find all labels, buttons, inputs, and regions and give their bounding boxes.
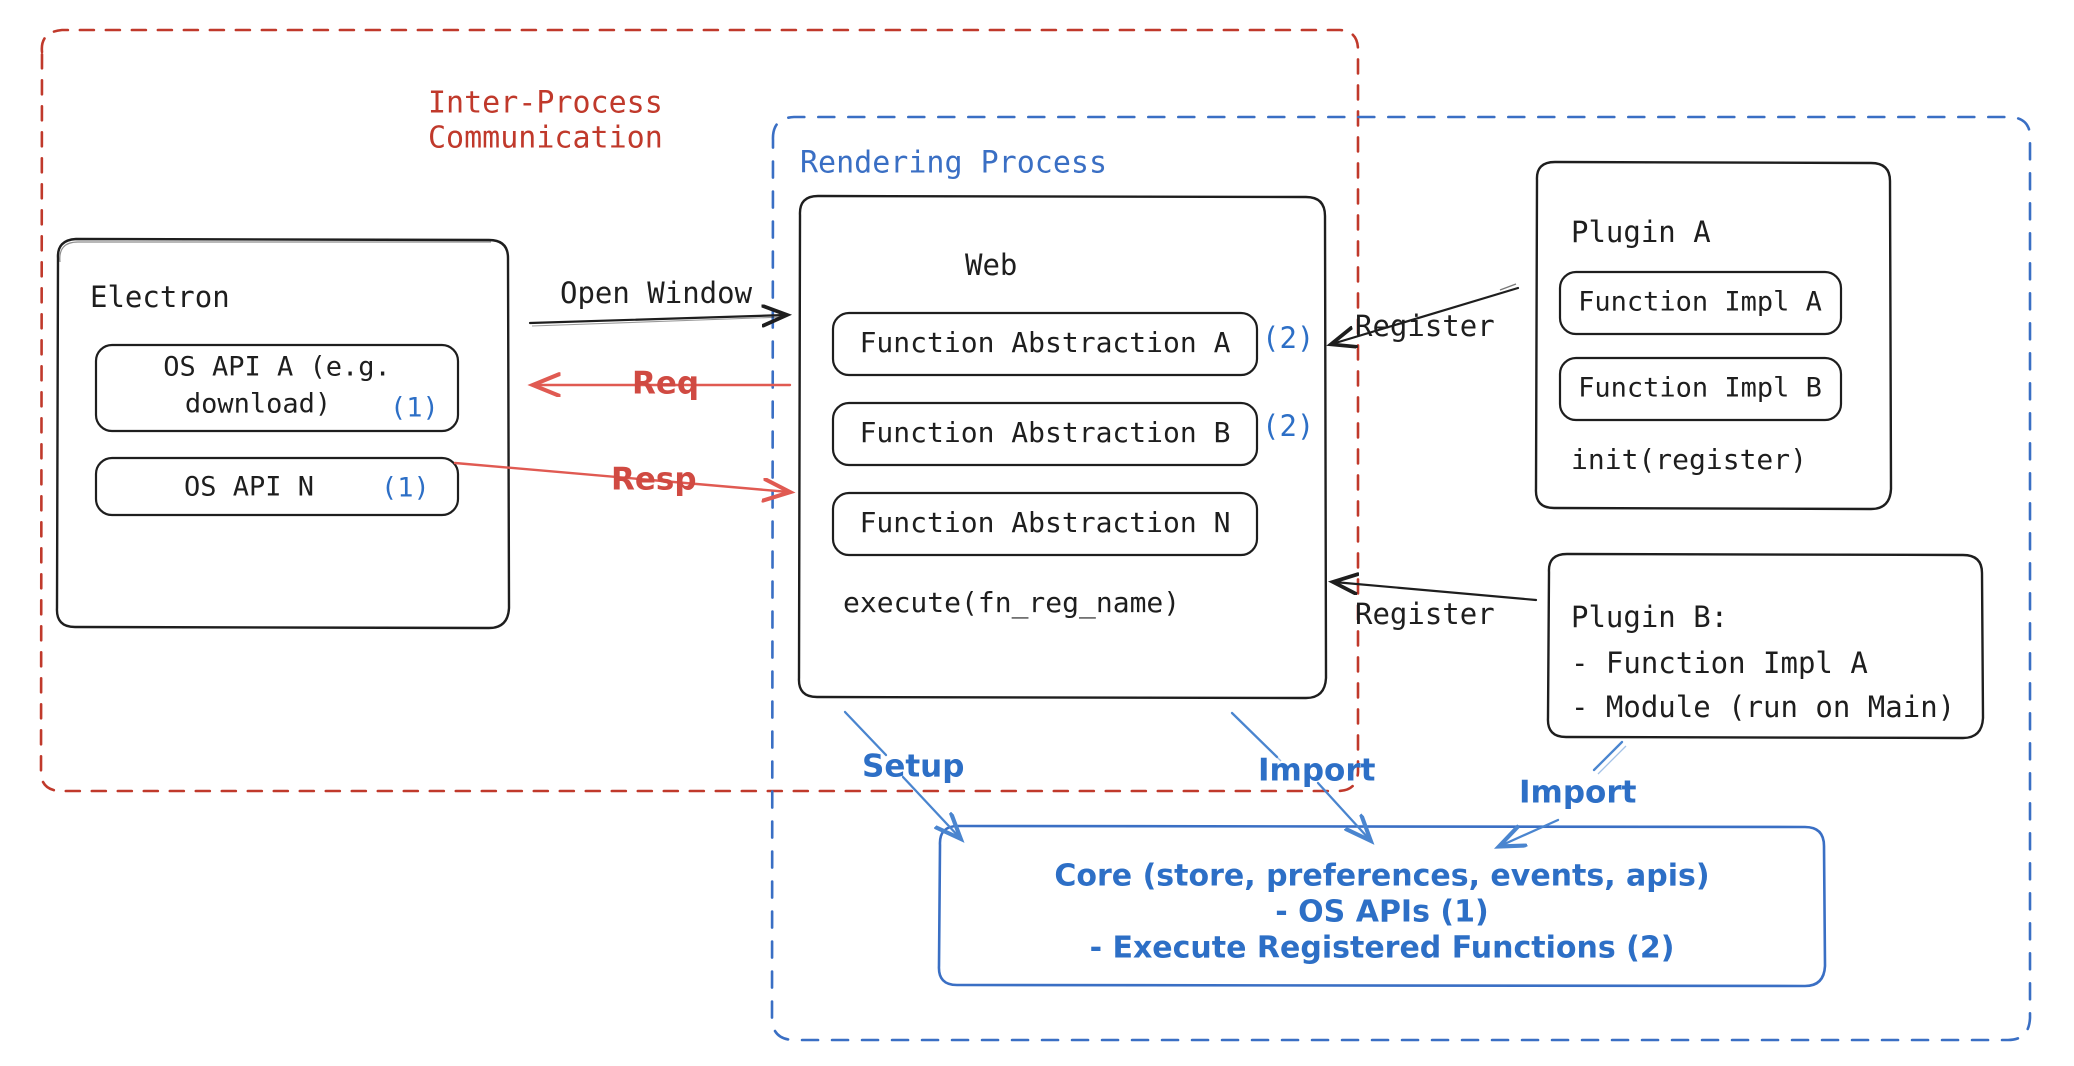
plugin-b-title: Plugin B:	[1571, 600, 1728, 634]
setup-arrow	[843, 710, 960, 838]
register-plugin-b-arrow	[1334, 580, 1538, 602]
os-api-a-box[interactable]	[94, 343, 460, 433]
electron-box-sketch-overlay	[59, 241, 491, 263]
plugin-a-footer-label: init(register)	[1571, 443, 1807, 476]
plugin-a-box[interactable]	[1534, 160, 1893, 511]
import-plugin-b-arrow-label: Import	[1519, 775, 1637, 811]
electron-box[interactable]	[55, 237, 511, 630]
os-api-n-box[interactable]	[94, 456, 460, 517]
ipc-group-boundary	[39, 28, 1360, 793]
function-impl-a-box[interactable]	[1558, 270, 1843, 336]
import-web-arrow-label: Import	[1258, 753, 1376, 789]
function-abstraction-n-box[interactable]	[831, 491, 1259, 557]
function-impl-b-box[interactable]	[1558, 356, 1843, 422]
plugin-b-box[interactable]	[1546, 552, 1985, 740]
resp-arrow	[453, 461, 789, 492]
function-impl-b-label: Function Impl B	[1578, 373, 1822, 404]
req-arrow-label: Req	[632, 366, 699, 402]
os-api-n-label: OS API N	[184, 472, 314, 503]
rendering-process-group-boundary	[770, 115, 2032, 1042]
import-web-arrow	[1230, 711, 1370, 840]
function-abstraction-a-label: Function Abstraction A	[860, 326, 1231, 359]
register-plugin-a-label: Register	[1355, 309, 1495, 343]
plugin-b-line-1: - Function Impl A	[1571, 646, 1868, 680]
open-window-arrow-label: Open Window	[560, 276, 753, 310]
open-window-arrow	[528, 315, 786, 326]
function-abstraction-a-box[interactable]	[831, 311, 1259, 377]
core-line-3: - Execute Registered Functions (2)	[1090, 931, 1675, 966]
core-line-1: Core (store, preferences, events, apis)	[1054, 859, 1709, 894]
core-line-2: - OS APIs (1)	[1275, 895, 1488, 930]
plugin-b-line-2: - Module (run on Main)	[1571, 690, 1955, 724]
ipc-group-label-line1: Inter-Process	[428, 86, 663, 121]
plugin-a-title: Plugin A	[1571, 215, 1711, 249]
os-api-a-label-line2: download)	[185, 389, 331, 420]
ipc-group-label-line2: Communication	[428, 121, 663, 156]
register-plugin-a-arrow	[1332, 283, 1520, 344]
register-plugin-b-label: Register	[1355, 597, 1495, 631]
os-api-a-marker: (1)	[390, 393, 439, 424]
function-abstraction-b-box[interactable]	[831, 401, 1259, 467]
electron-title: Electron	[90, 280, 230, 314]
function-abstraction-a-marker: (2)	[1262, 321, 1314, 355]
rendering-process-group-label: Rendering Process	[800, 146, 1107, 181]
web-title: Web	[965, 248, 1017, 282]
os-api-n-marker: (1)	[381, 473, 430, 504]
import-plugin-b-arrow	[1500, 740, 1627, 846]
function-abstraction-b-label: Function Abstraction B	[860, 416, 1231, 449]
function-impl-a-label: Function Impl A	[1578, 287, 1822, 318]
function-abstraction-b-marker: (2)	[1262, 409, 1314, 443]
os-api-a-label-line1: OS API A (e.g.	[163, 352, 391, 383]
function-abstraction-n-label: Function Abstraction N	[860, 506, 1231, 539]
setup-arrow-label: Setup	[862, 749, 964, 785]
resp-arrow-label: Resp	[611, 462, 697, 498]
web-footer-label: execute(fn_reg_name)	[843, 586, 1180, 620]
